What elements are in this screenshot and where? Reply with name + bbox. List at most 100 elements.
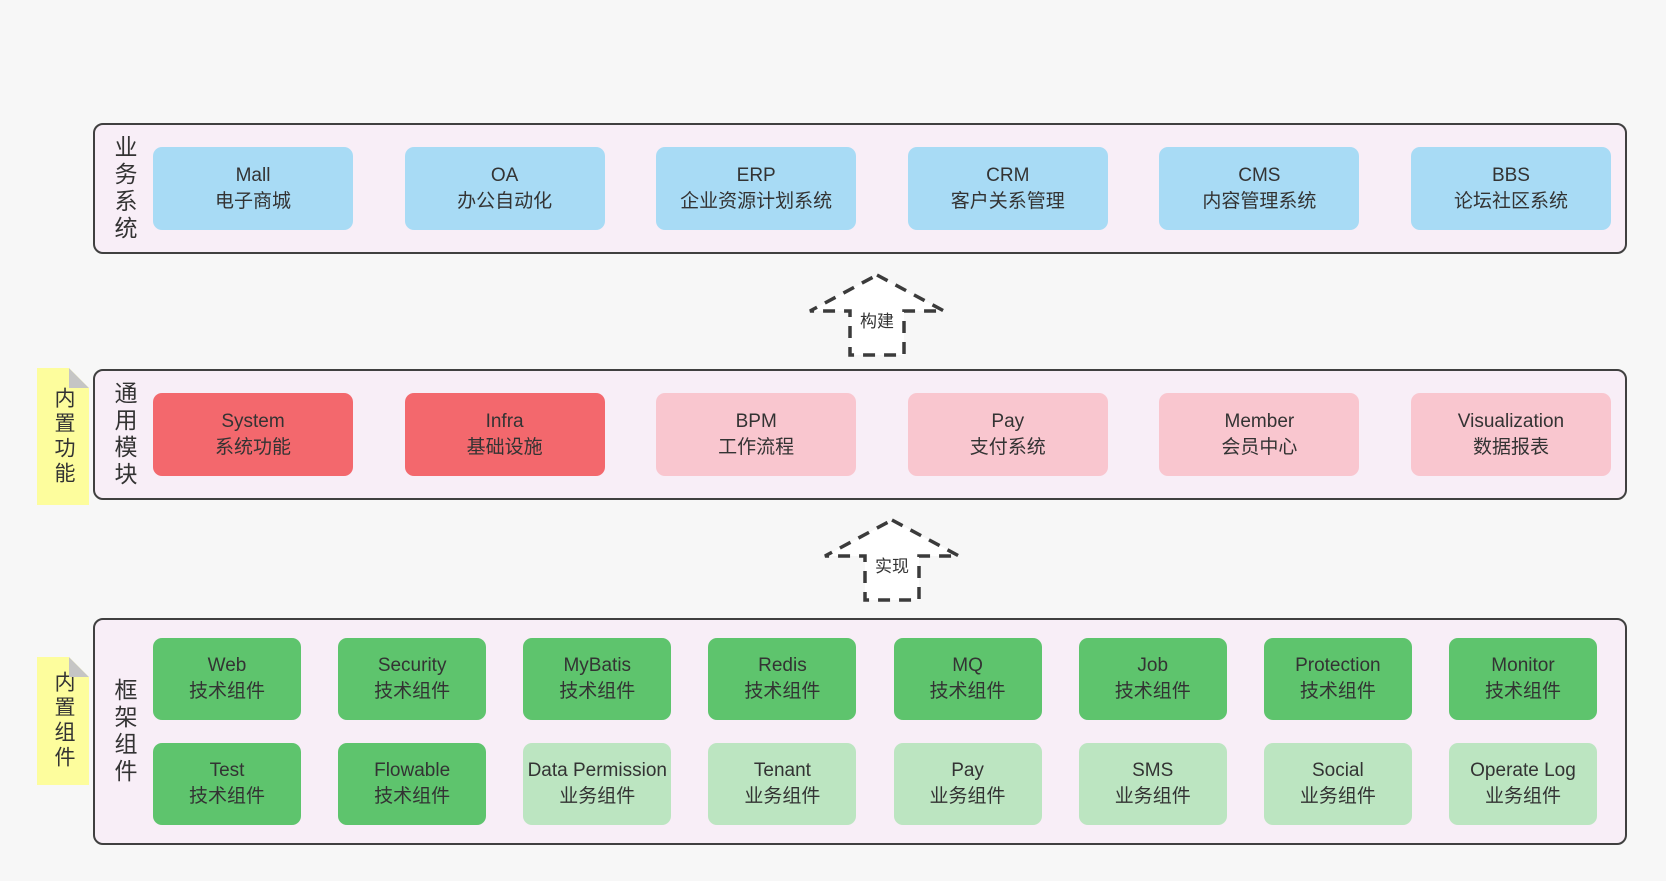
box-mq: MQ 技术组件 <box>893 638 1042 720</box>
box-operate-log: Operate Log 业务组件 <box>1448 743 1597 825</box>
box-title: Social <box>1311 760 1364 781</box>
sticky-note-built-in-features: 内置功能 <box>37 368 89 505</box>
box-data-permission: Data Permission 业务组件 <box>523 743 672 825</box>
box-subtitle: 工作流程 <box>718 436 795 458</box>
sticky-note-label: 内置功能 <box>52 386 75 487</box>
box-bpm: BPM 工作流程 <box>656 393 857 476</box>
box-mall: Mall 电子商城 <box>153 147 353 230</box>
box-subtitle: 技术组件 <box>374 786 451 807</box>
box-crm: CRM 客户关系管理 <box>907 147 1108 230</box>
box-title: CRM <box>986 164 1030 186</box>
framework-components-rows: Web 技术组件 Security 技术组件 MyBatis 技术组件 Redi… <box>153 620 1625 843</box>
box-system: System 系统功能 <box>153 393 353 476</box>
box-subtitle: 业务组件 <box>744 786 821 807</box>
box-subtitle: 系统功能 <box>214 436 291 458</box>
box-subtitle: 技术组件 <box>374 681 451 702</box>
box-title: Mall <box>235 164 271 186</box>
box-title: Visualization <box>1457 410 1565 432</box>
box-subtitle: 内容管理系统 <box>1202 190 1317 212</box>
box-bbs: BBS 论坛社区系统 <box>1410 147 1611 230</box>
implement-arrow-label: 实现 <box>872 557 912 577</box>
build-arrow-label: 构建 <box>857 312 897 332</box>
box-cms: CMS 内容管理系统 <box>1159 147 1360 230</box>
box-title: Tenant <box>753 760 811 781</box>
box-test: Test 技术组件 <box>153 743 301 825</box>
box-subtitle: 支付系统 <box>969 436 1046 458</box>
box-infra: Infra 基础设施 <box>404 393 605 476</box>
biz-components-row: Test 技术组件 Flowable 技术组件 Data Permission … <box>153 743 1597 825</box>
box-title: SMS <box>1132 760 1174 781</box>
build-arrow: 构建 <box>807 272 947 358</box>
box-title: CMS <box>1238 164 1281 186</box>
box-title: Monitor <box>1491 655 1555 676</box>
box-subtitle: 企业资源计划系统 <box>680 190 833 212</box>
box-title: Infra <box>485 410 524 432</box>
box-mybatis: MyBatis 技术组件 <box>523 638 672 720</box>
box-title: Test <box>209 760 245 781</box>
box-subtitle: 技术组件 <box>744 681 821 702</box>
section-title-vertical: 框架组件 <box>111 677 137 786</box>
box-title: Web <box>207 655 247 676</box>
box-pay-biz: Pay 业务组件 <box>893 743 1042 825</box>
section-title-vertical: 通用模块 <box>111 380 137 489</box>
box-visualization: Visualization 数据报表 <box>1410 393 1611 476</box>
box-erp: ERP 企业资源计划系统 <box>656 147 857 230</box>
box-title: BPM <box>735 410 777 432</box>
box-oa: OA 办公自动化 <box>404 147 605 230</box>
box-member: Member 会员中心 <box>1159 393 1360 476</box>
box-tenant: Tenant 业务组件 <box>708 743 857 825</box>
box-web: Web 技术组件 <box>153 638 301 720</box>
sticky-note-built-in-components: 内置组件 <box>37 657 89 785</box>
box-title: System <box>221 410 285 432</box>
box-subtitle: 客户关系管理 <box>950 190 1065 212</box>
box-pay: Pay 支付系统 <box>907 393 1108 476</box>
box-title: OA <box>490 164 519 186</box>
box-title: Data Permission <box>527 760 667 781</box>
section-common-modules: 通用模块 System 系统功能 Infra 基础设施 BPM 工作流程 Pay… <box>93 369 1627 500</box>
box-security: Security 技术组件 <box>338 638 487 720</box>
section-framework-components: 框架组件 Web 技术组件 Security 技术组件 MyBatis 技术组件… <box>93 618 1627 845</box>
box-protection: Protection 技术组件 <box>1263 638 1412 720</box>
box-subtitle: 业务组件 <box>1484 786 1561 807</box>
box-title: BBS <box>1491 164 1530 186</box>
box-subtitle: 电子商城 <box>214 190 291 212</box>
section-business-systems: 业务系统 Mall 电子商城 OA 办公自动化 ERP 企业资源计划系统 CRM… <box>93 123 1627 254</box>
box-subtitle: 技术组件 <box>929 681 1006 702</box>
implement-arrow: 实现 <box>822 517 962 603</box>
box-subtitle: 数据报表 <box>1472 436 1549 458</box>
box-title: Operate Log <box>1470 760 1576 781</box>
box-subtitle: 业务组件 <box>1299 786 1376 807</box>
box-title: Protection <box>1295 655 1381 676</box>
section-title-vertical: 业务系统 <box>111 134 137 243</box>
box-job: Job 技术组件 <box>1078 638 1227 720</box>
box-subtitle: 技术组件 <box>188 681 265 702</box>
sticky-note-label: 内置组件 <box>52 671 75 771</box>
box-subtitle: 业务组件 <box>559 786 636 807</box>
box-subtitle: 技术组件 <box>1299 681 1376 702</box>
box-flowable: Flowable 技术组件 <box>338 743 487 825</box>
box-subtitle: 业务组件 <box>929 786 1006 807</box>
box-title: Redis <box>758 655 807 676</box>
box-subtitle: 技术组件 <box>559 681 636 702</box>
box-title: Pay <box>991 410 1025 432</box>
box-social: Social 业务组件 <box>1263 743 1412 825</box>
box-subtitle: 技术组件 <box>188 786 265 807</box>
box-subtitle: 技术组件 <box>1114 681 1191 702</box>
box-subtitle: 论坛社区系统 <box>1453 190 1568 212</box>
box-title: Job <box>1137 655 1169 676</box>
business-systems-row: Mall 电子商城 OA 办公自动化 ERP 企业资源计划系统 CRM 客户关系… <box>153 125 1625 252</box>
box-title: MQ <box>952 655 983 676</box>
box-title: MyBatis <box>563 655 632 676</box>
box-subtitle: 技术组件 <box>1484 681 1561 702</box>
box-title: Pay <box>951 760 984 781</box>
box-sms: SMS 业务组件 <box>1078 743 1227 825</box>
box-title: Flowable <box>374 760 451 781</box>
box-title: Security <box>377 655 447 676</box>
box-subtitle: 基础设施 <box>466 436 543 458</box>
box-monitor: Monitor 技术组件 <box>1448 638 1597 720</box>
box-title: Member <box>1224 410 1295 432</box>
box-subtitle: 业务组件 <box>1114 786 1191 807</box>
box-redis: Redis 技术组件 <box>708 638 857 720</box>
box-subtitle: 会员中心 <box>1221 436 1298 458</box>
